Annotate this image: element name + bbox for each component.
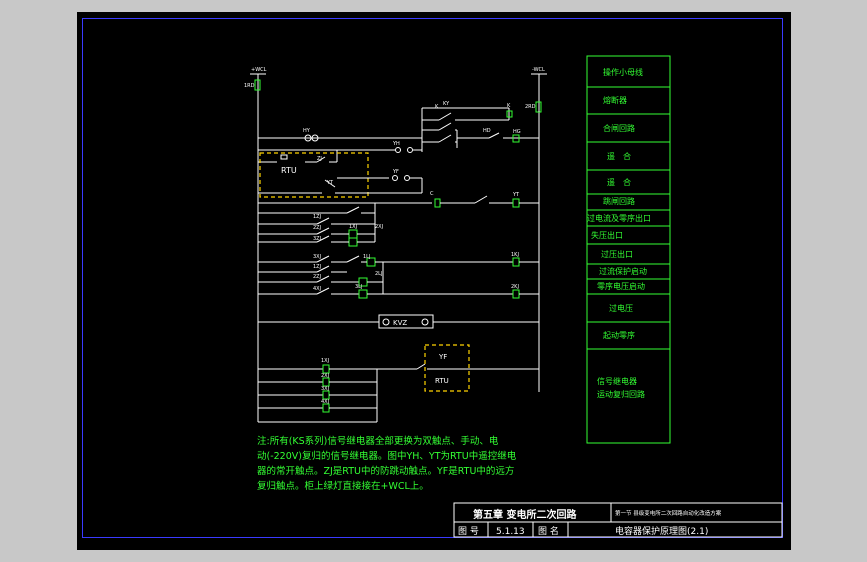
fig-name-label: 图 名	[538, 525, 559, 537]
sidebar-row-13: 信号继电器 运动复归回路	[597, 376, 645, 399]
zj-label: ZJ	[317, 156, 322, 162]
sidebar-row-2: 合闸回路	[603, 123, 635, 133]
close-circuit-branch	[421, 107, 540, 152]
lzj1-label: 1ZJ	[313, 214, 321, 220]
rtu-yf-dashed-box	[424, 344, 470, 392]
function-table	[586, 55, 671, 444]
lj2-label: 2LJ	[375, 271, 382, 277]
lxj4-label: 4XJ	[313, 286, 321, 292]
sidebar-row-0: 操作小母线	[603, 67, 643, 77]
schematic: +WCL -WCL 1RD 2RD K K KY	[244, 55, 783, 538]
lzj2-label: 2ZJ	[313, 225, 321, 231]
sig3-label: 3XJ	[321, 386, 329, 392]
fig-no: 5.1.13	[496, 527, 525, 537]
fig-name: 电容器保护原理图(2.1)	[615, 525, 708, 537]
rtu-dashed-box	[259, 152, 369, 198]
rtu-box-label: RTU	[281, 166, 297, 175]
hg-label: HG	[513, 129, 521, 135]
note-line-4: 复归触点。柜上绿灯直接接在+WCL上。	[257, 480, 429, 492]
note-line-3: 器的常开触点。ZJ是RTU中的防跳动触点。YF是RTU中的远方	[257, 465, 514, 477]
lxj2-label: 2XJ	[375, 224, 383, 230]
drawing-border	[82, 18, 783, 538]
fuse-label-left: 1RD	[244, 83, 255, 89]
row-hy	[258, 132, 539, 143]
zj2-label: 2ZJ	[313, 274, 321, 280]
row-protection-outputs	[258, 203, 376, 247]
sidebar-row-4: 遥 合	[607, 177, 631, 187]
lzj3-label: 3ZJ	[313, 236, 321, 242]
right-bus	[531, 73, 547, 392]
sidebar-row-11: 过电压	[609, 303, 633, 313]
lkj-label: 1KJ	[511, 252, 519, 258]
yt-coil-label: YT	[512, 192, 520, 198]
contact-k-label: K	[507, 103, 511, 109]
hy-label: HY	[303, 128, 311, 134]
row-zj	[258, 255, 539, 299]
row-kvz	[258, 314, 539, 329]
section-title: 第一节 县级变电所二次回路自动化改造方案	[615, 509, 722, 517]
left-bus	[250, 73, 266, 422]
row-rtu-close	[258, 147, 422, 163]
rtu-yf-label: RTU	[435, 377, 449, 385]
fig-no-label: 图 号	[458, 526, 479, 537]
sig1-label: 1XJ	[321, 358, 329, 364]
lj-label: 1LJ	[363, 254, 370, 260]
row-signal-relays	[258, 363, 539, 423]
sig2-label: 2XJ	[321, 373, 329, 379]
sidebar-row-6: 过电流及零序出口	[587, 213, 651, 223]
lxj1-label: 1XJ	[349, 224, 357, 230]
sidebar-row-9: 过流保护启动	[599, 266, 647, 276]
chapter-title: 第五章 变电所二次回路	[473, 508, 577, 521]
lxj3-label: 3XJ	[313, 254, 321, 260]
hd-label: HD	[483, 128, 491, 134]
sidebar-row-10: 零序电压启动	[597, 281, 645, 291]
yf-small-label: YF	[392, 169, 399, 175]
bus-label-left: +WCL	[251, 67, 267, 73]
kvz-label: KVZ	[393, 319, 407, 327]
sidebar-row-12: 起动零序	[603, 330, 635, 340]
note-line-1: 注:所有(KS系列)信号继电器全部更换为双触点、手动、电	[257, 435, 499, 447]
fuse-label-right: 2RD	[525, 104, 536, 110]
drawing-canvas: +WCL -WCL 1RD 2RD K K KY	[77, 12, 791, 550]
yh-label: YH	[392, 141, 400, 147]
row-trip-rtu	[337, 175, 423, 194]
yf-label: YF	[438, 353, 447, 361]
zj1-label: 1ZJ	[313, 264, 321, 270]
sidebar-row-8: 过压出口	[601, 249, 633, 259]
sidebar-row-7: 失压出口	[591, 230, 623, 240]
title-block	[453, 502, 783, 538]
lkj2-label: 2KJ	[511, 284, 519, 290]
lj3-label: 3LJ	[355, 284, 362, 290]
sidebar-row-1: 熔断器	[603, 95, 627, 105]
row-trip	[258, 195, 539, 208]
contact-k-sw-label: K	[435, 104, 439, 110]
contact-ky-label: KY	[443, 101, 450, 107]
note-line-2: 动(-220V)复归的信号继电器。图中YH、YT为RTU中遥控继电	[257, 450, 517, 462]
sig4-label: 4XJ	[321, 399, 329, 405]
bus-label-right: -WCL	[532, 67, 545, 73]
sidebar-row-3: 遥 合	[607, 151, 631, 161]
sidebar-row-5: 跳闸回路	[603, 196, 635, 206]
c-label: C	[430, 191, 434, 197]
